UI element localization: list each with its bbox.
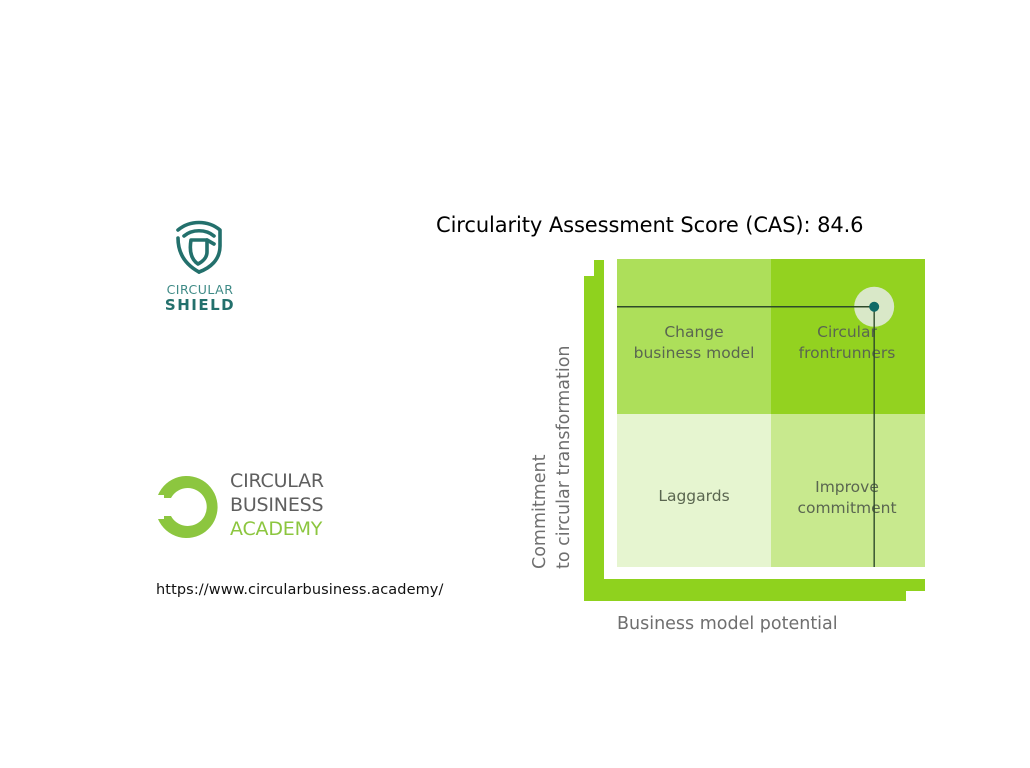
- shield-icon: [176, 220, 222, 274]
- quadrant-laggards: [617, 414, 771, 567]
- quadrant-label-change: Change: [664, 323, 723, 341]
- x-axis-bar: [584, 591, 906, 601]
- website-link[interactable]: https://www.circularbusiness.academy/: [156, 582, 444, 598]
- quadrant-label-improve: Improve: [815, 478, 879, 496]
- quadrant-label-frontrunners: frontrunners: [799, 344, 896, 362]
- quadrant-circular-frontrunners: [771, 259, 925, 414]
- shield-logo-line1: CIRCULAR: [166, 282, 234, 297]
- y-axis-bar: [584, 276, 604, 601]
- x-axis-bar: [584, 579, 925, 591]
- score-point[interactable]: [869, 301, 880, 312]
- quadrant-label-circular: Circular: [817, 323, 877, 341]
- y-axis-label-line1: Commitment: [530, 454, 550, 569]
- academy-logo-line3: ACADEMY: [230, 518, 323, 540]
- academy-logo-line2: BUSINESS: [230, 494, 324, 516]
- y-axis-bar: [594, 260, 604, 276]
- circular-business-academy-logo: CIRCULAR BUSINESS ACADEMY: [150, 470, 350, 548]
- circular-shield-logo: CIRCULAR SHIELD: [150, 214, 250, 314]
- quadrant-change-business-model: [617, 259, 771, 414]
- quadrant-label-laggards: Laggards: [658, 487, 729, 505]
- academy-logo-line1: CIRCULAR: [230, 470, 324, 492]
- quadrant-label-commitment: commitment: [797, 499, 896, 517]
- quadrant-improve-commitment: [771, 414, 925, 567]
- ring-icon: [158, 476, 218, 538]
- shield-logo-line2: SHIELD: [164, 296, 236, 314]
- chart-title: Circularity Assessment Score (CAS): 84.6: [436, 213, 864, 237]
- quadrant-label-business-model: business model: [634, 344, 755, 362]
- y-axis-label-line2: to circular transformation: [554, 345, 574, 569]
- x-axis-label: Business model potential: [617, 614, 838, 634]
